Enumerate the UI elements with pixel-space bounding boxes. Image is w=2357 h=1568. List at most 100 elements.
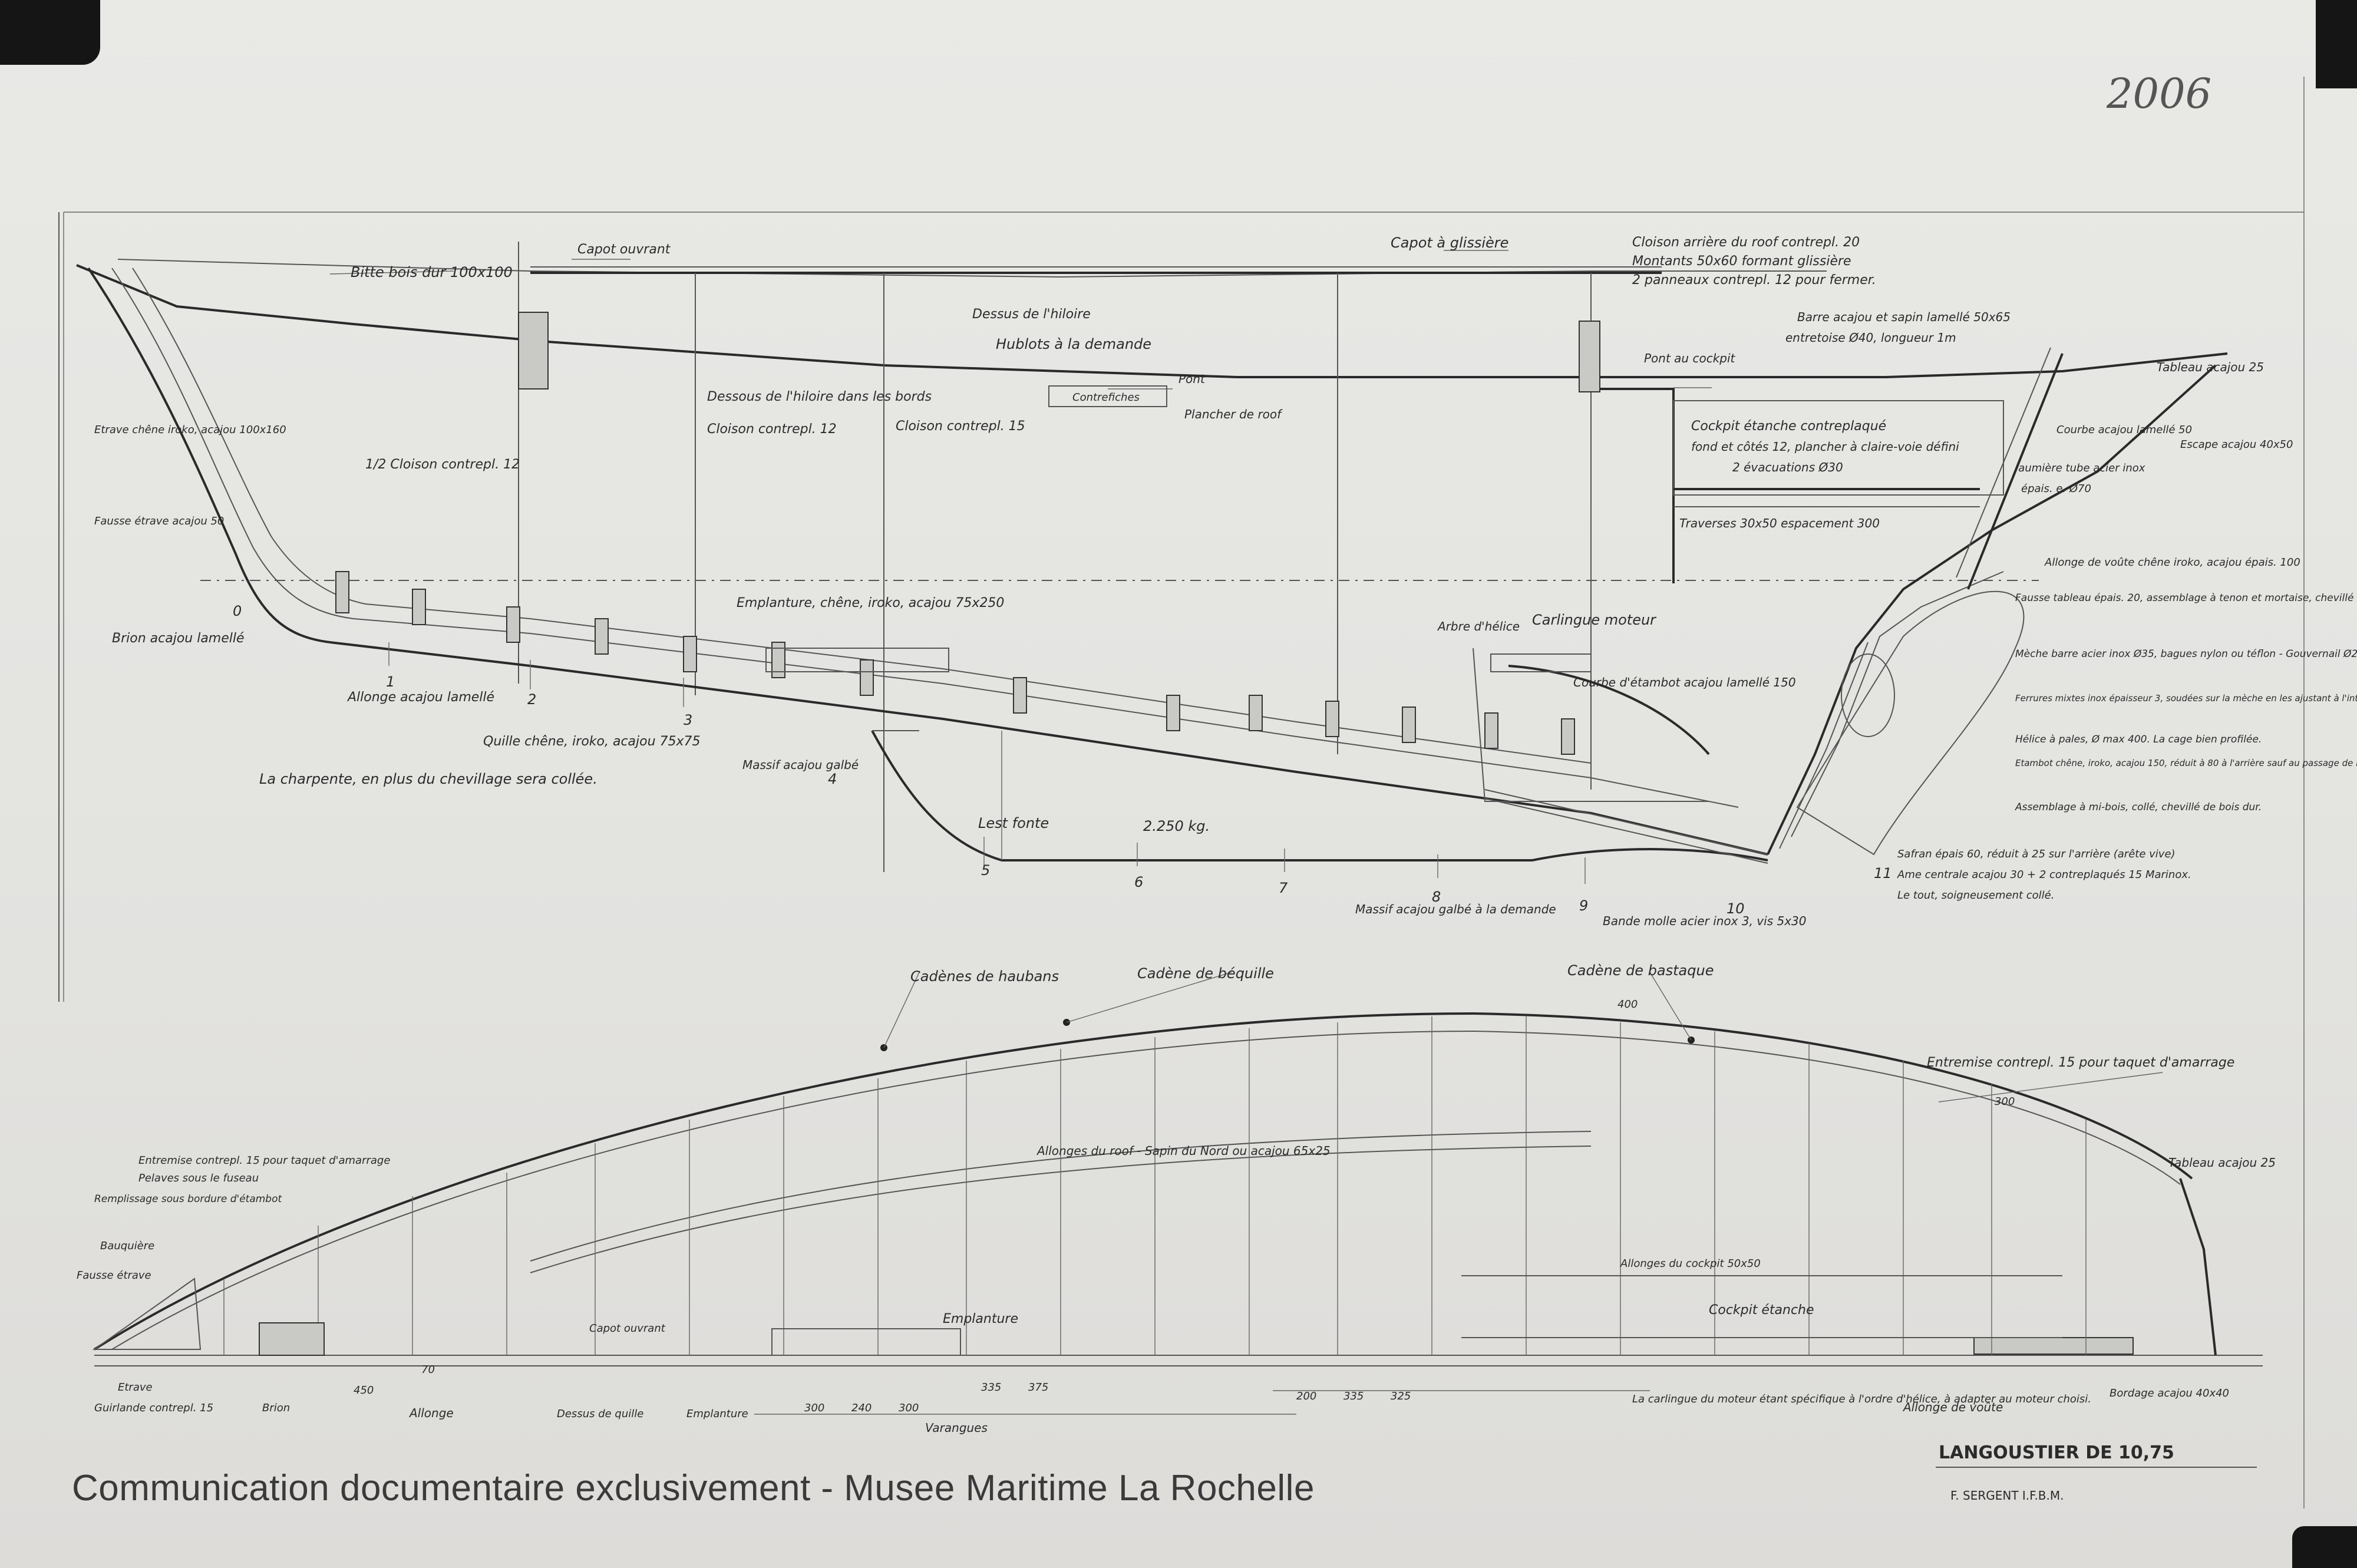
dim-335-a: 335	[981, 1381, 1001, 1394]
label-etrave-plan: Etrave	[118, 1381, 153, 1394]
label-courbe: Courbe acajou lamellé 50	[2056, 424, 2192, 436]
label-remplissage: Remplissage sous bordure d'étambot	[94, 1193, 283, 1205]
plan-view	[92, 972, 2263, 1415]
label-demi-cloison: 1/2 Cloison contrepl. 12	[365, 457, 520, 472]
label-helice: Hélice à pales, Ø max 400. La cage bien …	[2015, 734, 2262, 745]
label-courbe-etambot: Courbe d'étambot acajou lamellé 150	[1573, 675, 1796, 689]
label-fausse-etrave: Fausse étrave acajou 50	[94, 515, 224, 527]
label-allonge-plan: Allonge	[408, 1406, 454, 1420]
label-jaumiere: Jaumière tube acier inox	[2013, 462, 2145, 474]
label-entretoise: entretoise Ø40, longueur 1m	[1785, 331, 1956, 345]
label-safran: Safran épais 60, réduit à 25 sur l'arriè…	[1897, 848, 2176, 860]
station-5: 5	[981, 862, 990, 879]
label-pont-cockpit: Pont au cockpit	[1644, 351, 1736, 365]
corner-clip-top-right	[2316, 0, 2357, 88]
label-etambot: Etambot chêne, iroko, acajou 150, réduit…	[2015, 758, 2357, 768]
station-7: 7	[1279, 880, 1288, 896]
label-allonges-cockpit: Allonges du cockpit 50x50	[1620, 1257, 1761, 1270]
label-cadene-bequille: Cadène de béquille	[1137, 965, 1274, 982]
plan-frames	[223, 1016, 2087, 1355]
dim-300-c: 300	[1995, 1095, 2015, 1108]
label-brion: Brion acajou lamellé	[112, 631, 245, 646]
label-allonges-roof: Allonges du roof - Sapin du Nord ou acaj…	[1036, 1144, 1331, 1158]
label-barre: Barre acajou et sapin lamellé 50x65	[1797, 310, 2011, 324]
label-lest-poids: 2.250 kg.	[1143, 818, 1210, 834]
dim-70: 70	[421, 1364, 435, 1376]
label-contrefiches: Contrefiches	[1072, 391, 1140, 404]
profile-station-ticks	[388, 642, 1586, 884]
label-bande-molle: Bande molle acier inox 3, vis 5x30	[1603, 914, 1806, 928]
credit-line: Communication documentaire exclusivement…	[72, 1468, 1315, 1508]
label-carlingue: Carlingue moteur	[1532, 612, 1657, 628]
station-4: 4	[828, 771, 837, 787]
label-bordage-plan: Bordage acajou 40x40	[2110, 1387, 2229, 1399]
label-cloison-15: Cloison contrepl. 15	[896, 419, 1025, 434]
station-2: 2	[527, 691, 536, 708]
archive-number: 2006	[2107, 70, 2212, 118]
label-lest: Lest fonte	[978, 815, 1049, 831]
label-quille: Quille chêne, iroko, acajou 75x75	[483, 734, 701, 749]
label-guirlande: Guirlande contrepl. 15	[94, 1402, 213, 1414]
sheet-frame	[58, 77, 2305, 1508]
label-emplanture: Emplanture, chêne, iroko, acajou 75x250	[737, 596, 1004, 610]
label-emplanture-plan-2: Emplanture	[943, 1312, 1018, 1326]
dim-325: 325	[1391, 1390, 1411, 1402]
label-fausse-tableau: Fausse tableau épais. 20, assemblage à t…	[2015, 592, 2357, 604]
dim-300-a: 300	[804, 1402, 824, 1414]
plan-annotations: Cadènes de haubans Cadène de béquille Ca…	[77, 962, 2276, 1435]
label-pelaves: Pelaves sous le fuseau	[138, 1172, 259, 1184]
label-allonge-voute: Allonge de voûte chêne iroko, acajou épa…	[2044, 556, 2300, 569]
label-pont: Pont	[1178, 372, 1206, 386]
label-etrave: Etrave chêne iroko, acajou 100x160	[94, 424, 286, 436]
dim-200: 200	[1296, 1390, 1316, 1402]
label-dessus-quille: Dessus de quille	[557, 1408, 643, 1420]
label-arbre: Arbre d'hélice	[1437, 619, 1520, 633]
label-capot-glissiere: Capot à glissière	[1391, 235, 1508, 251]
profile-view	[76, 242, 2228, 884]
title-block: LANGOUSTIER DE 10,75 F. SERGENT I.F.B.M.	[1936, 1442, 2257, 1503]
station-11: 11	[1874, 865, 1892, 882]
label-le-tout: Le tout, soigneusement collé.	[1897, 889, 2054, 902]
label-panneaux: 2 panneaux contrepl. 12 pour fermer.	[1632, 273, 1876, 288]
label-allonge-voute-plan: Allonge de voûte	[1902, 1400, 2003, 1414]
author: F. SERGENT I.F.B.M.	[1950, 1488, 2064, 1503]
label-cockpit-etanche-plan: Cockpit étanche	[1709, 1303, 1814, 1318]
label-tableau: Tableau acajou 25	[2157, 360, 2264, 374]
label-cloison-12: Cloison contrepl. 12	[707, 422, 837, 437]
label-bitte: Bitte bois dur 100x100	[351, 264, 513, 280]
label-epais: épais. e. Ø70	[2021, 483, 2091, 495]
label-hublots: Hublots à la demande	[996, 336, 1151, 352]
label-varangues: Varangues	[925, 1421, 988, 1435]
dim-400: 400	[1617, 998, 1638, 1011]
label-traverses: Traverses 30x50 espacement 300	[1679, 516, 1880, 530]
label-tableau-plan: Tableau acajou 25	[2168, 1156, 2276, 1170]
station-6: 6	[1134, 874, 1143, 890]
station-0: 0	[233, 603, 242, 619]
dim-450: 450	[354, 1384, 374, 1397]
dim-335-b: 335	[1343, 1390, 1364, 1402]
dim-300-b: 300	[899, 1402, 919, 1414]
corner-clip-bottom-right	[2292, 1526, 2357, 1568]
station-numbers: 0 1 2 3 4 5 6 7 8 9 10 11	[233, 603, 1892, 917]
dim-375: 375	[1028, 1381, 1048, 1394]
label-meche: Mèche barre acier inox Ø35, bagues nylon…	[2015, 648, 2357, 660]
label-evacuations: 2 évacuations Ø30	[1732, 460, 1843, 474]
label-massif-demande: Massif acajou galbé à la demande	[1355, 902, 1556, 916]
label-cockpit-etanche: Cockpit étanche contreplaqué	[1691, 419, 1886, 434]
frames	[335, 571, 1575, 755]
label-capot-ouvrant: Capot ouvrant	[577, 242, 671, 257]
label-allonge-lamelle: Allonge acajou lamellé	[346, 690, 494, 705]
label-escape: Escape acajou 40x50	[2180, 438, 2293, 451]
corner-clip-top-left	[0, 0, 100, 65]
label-emplanture-plan: Emplanture	[686, 1408, 748, 1420]
station-10: 10	[1727, 900, 1745, 917]
station-3: 3	[684, 712, 692, 728]
label-entremise-avant: Entremise contrepl. 15 pour taquet d'ama…	[138, 1154, 390, 1167]
label-fond-cotes: fond et côtés 12, plancher à claire-voie…	[1691, 440, 1959, 454]
label-ame: Ame centrale acajou 30 + 2 contreplaqués…	[1897, 869, 2191, 881]
label-capot-ouvrant-plan: Capot ouvrant	[589, 1322, 666, 1335]
station-9: 9	[1579, 897, 1588, 914]
label-massif: Massif acajou galbé	[742, 758, 859, 772]
